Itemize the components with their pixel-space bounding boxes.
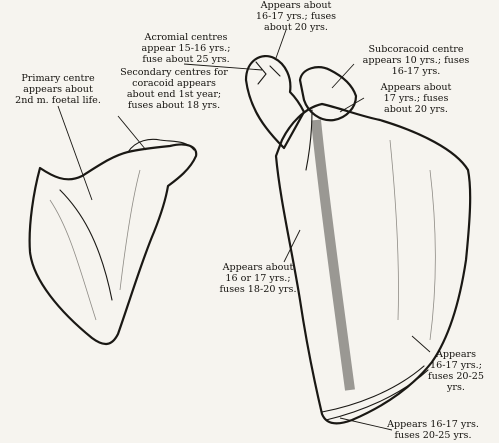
lower-right-epiphysis-label: Appears 16-17 yrs.; fuses 20-25 yrs. <box>418 349 494 393</box>
upper-right-epiphysis-label: Appears about 17 yrs.; fuses about 20 yr… <box>364 82 468 115</box>
primary-centre-label: Primary centre appears about 2nd m. foet… <box>4 73 112 106</box>
subcoracoid-centre-label: Subcoracoid centre appears 10 yrs.; fuse… <box>346 44 486 77</box>
middle-epiphysis-label: Appears about 16 or 17 yrs.; fuses 18-20… <box>208 262 308 295</box>
left-scapula-drawing <box>30 139 197 344</box>
bottom-epiphysis-label: Appears 16-17 yrs. fuses 20-25 yrs. <box>372 419 494 441</box>
acromial-centres-label: Acromial centres appear 15-16 yrs.; fuse… <box>124 32 248 65</box>
top-epiphysis-label: Appears about 16-17 yrs.; fuses about 20… <box>236 0 356 33</box>
coracoid-secondary-centres-label: Secondary centres for coracoid appears a… <box>104 67 244 111</box>
